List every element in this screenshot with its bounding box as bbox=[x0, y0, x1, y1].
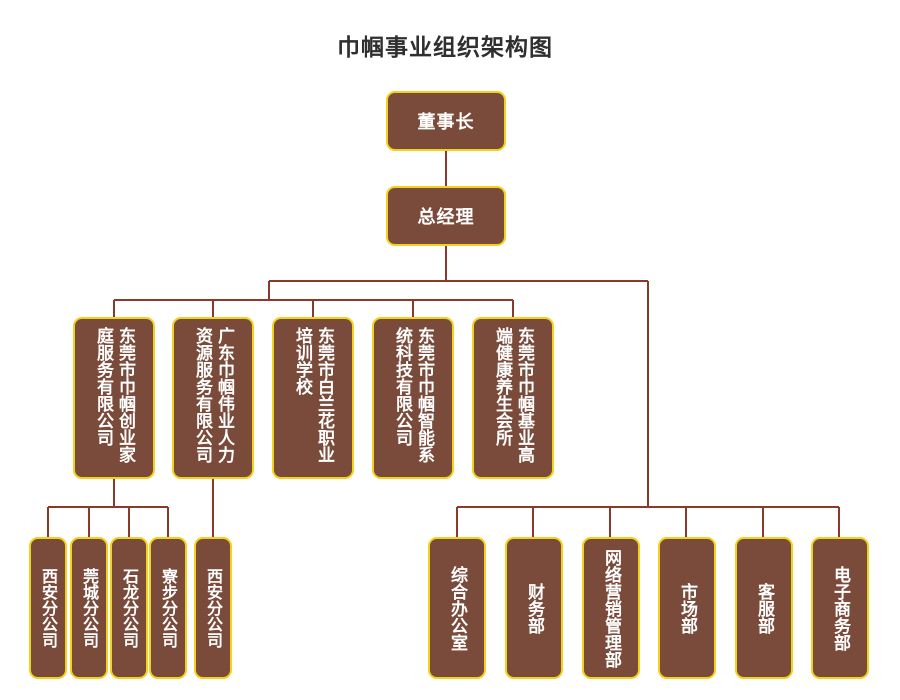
company-node: 广东巾帼伟业人力资源服务有限公司 bbox=[172, 317, 254, 479]
chairman-node: 董事长 bbox=[386, 91, 506, 151]
company-node: 东莞市巾帼智能系统科技有限公司 bbox=[372, 317, 454, 479]
company-node: 东莞市白兰花职业培训学校 bbox=[272, 317, 354, 479]
department-node: 综合办公室 bbox=[428, 537, 486, 679]
general-manager-node: 总经理 bbox=[386, 186, 506, 246]
branch-node: 西安分公司 bbox=[194, 537, 232, 679]
chart-title: 巾帼事业组织架构图 bbox=[337, 35, 553, 61]
department-node: 财务部 bbox=[505, 537, 563, 679]
department-node: 市场部 bbox=[658, 537, 716, 679]
company-node: 东莞市巾帼创业家庭服务有限公司 bbox=[73, 317, 155, 479]
branch-node: 寮步分公司 bbox=[149, 537, 187, 679]
department-node: 客服部 bbox=[735, 537, 793, 679]
department-node: 网络营销管理部 bbox=[582, 537, 640, 679]
company-node: 东莞市巾帼基业高端健康养生会所 bbox=[472, 317, 554, 479]
branch-node: 石龙分公司 bbox=[110, 537, 148, 679]
branch-node: 西安分公司 bbox=[29, 537, 67, 679]
department-node: 电子商务部 bbox=[811, 537, 869, 679]
branch-node: 莞城分公司 bbox=[70, 537, 108, 679]
